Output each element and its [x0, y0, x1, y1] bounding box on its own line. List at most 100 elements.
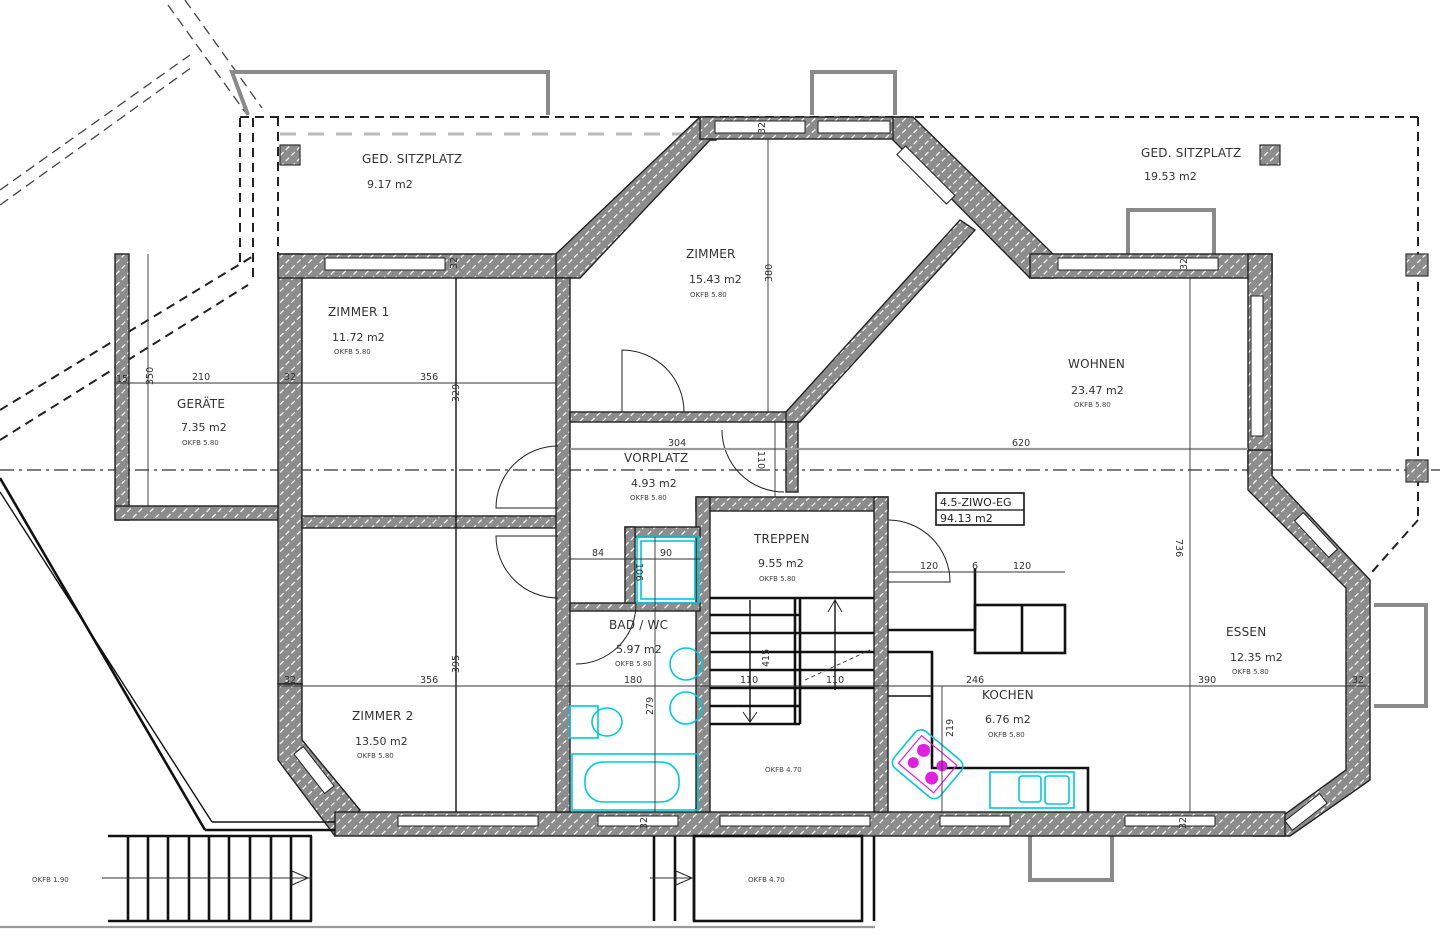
- room-zimmer-1: ZIMMER 1 11.72 m2 OKFB 5.80: [328, 305, 389, 356]
- room-zimmer-2: ZIMMER 2 13.50 m2 OKFB 5.80: [352, 709, 413, 760]
- dimension-lines: [115, 139, 1370, 812]
- room-area: 19.53 m2: [1144, 170, 1197, 183]
- svg-text:32: 32: [284, 372, 296, 383]
- room-level: OKFB 5.80: [615, 660, 652, 668]
- cooktop: [891, 729, 964, 800]
- room-area: 7.35 m2: [181, 421, 227, 434]
- room-name: WOHNEN: [1068, 357, 1125, 371]
- post-e2: [1405, 459, 1429, 483]
- room-area: 15.43 m2: [689, 273, 742, 286]
- room-name: GED. SITZPLATZ: [1141, 146, 1241, 160]
- svg-text:620: 620: [1012, 438, 1030, 449]
- svg-text:210: 210: [192, 372, 210, 383]
- svg-text:279: 279: [645, 697, 656, 715]
- svg-text:736: 736: [1173, 539, 1184, 557]
- svg-text:110: 110: [826, 675, 844, 686]
- svg-text:246: 246: [966, 675, 984, 686]
- room-name: VORPLATZ: [624, 451, 688, 465]
- interior-walls: [301, 219, 977, 813]
- windows: [293, 120, 1339, 831]
- washbasin-1: [669, 647, 703, 681]
- svg-text:32: 32: [1179, 258, 1190, 270]
- room-name: BAD / WC: [609, 618, 668, 632]
- room-name: ZIMMER 2: [352, 709, 413, 723]
- room-geraete: GERÄTE 7.35 m2 OKFB 5.80: [177, 396, 227, 447]
- room-zimmer: ZIMMER 15.43 m2 OKFB 5.80: [686, 247, 742, 299]
- svg-text:15: 15: [116, 374, 128, 385]
- room-level: OKFB 5.80: [988, 731, 1025, 739]
- svg-text:90: 90: [660, 548, 672, 559]
- svg-text:84: 84: [592, 548, 604, 559]
- posts: [279, 144, 1429, 483]
- site-boundary: [0, 477, 335, 832]
- svg-text:32: 32: [639, 817, 650, 829]
- svg-text:380: 380: [764, 264, 775, 282]
- svg-text:356: 356: [420, 675, 438, 686]
- room-level: OKFB 5.80: [759, 575, 796, 583]
- svg-text:350: 350: [145, 367, 156, 385]
- room-name: TREPPEN: [753, 532, 810, 546]
- room-name: GED. SITZPLATZ: [362, 152, 462, 166]
- room-area: 4.93 m2: [631, 477, 677, 490]
- dimension-labels: 15 350 210 32 356 329 32 380 32 32 304 1…: [116, 122, 1364, 829]
- unit-area: 94.13 m2: [940, 512, 993, 525]
- sanitary-fixtures: [569, 536, 1075, 811]
- svg-text:32: 32: [1178, 817, 1189, 829]
- svg-text:329: 329: [451, 384, 462, 402]
- room-level: OKFB 5.80: [1074, 401, 1111, 409]
- room-vorplatz: VORPLATZ 4.93 m2 OKFB 5.80: [624, 451, 688, 502]
- svg-text:110: 110: [740, 675, 758, 686]
- room-name: GERÄTE: [177, 396, 225, 411]
- svg-text:32: 32: [449, 257, 460, 269]
- room-area: 9.17 m2: [367, 178, 413, 191]
- doors: [495, 349, 951, 665]
- unit-label-box: 4.5-ZIWO-EG 94.13 m2: [935, 492, 1025, 526]
- room-level: OKFB 5.80: [690, 291, 727, 299]
- svg-text:395: 395: [451, 655, 462, 673]
- room-kochen: KOCHEN 6.76 m2 OKFB 5.80: [982, 688, 1034, 739]
- svg-text:415: 415: [761, 649, 772, 667]
- svg-text:356: 356: [420, 372, 438, 383]
- svg-text:120: 120: [920, 561, 938, 572]
- room-level: OKFB 5.80: [182, 439, 219, 447]
- balconies: [229, 70, 1428, 882]
- room-name: ESSEN: [1226, 625, 1266, 639]
- room-level: OKFB 5.80: [1232, 668, 1269, 676]
- room-area: 23.47 m2: [1071, 384, 1124, 397]
- svg-text:6: 6: [972, 561, 978, 572]
- svg-text:32: 32: [757, 122, 768, 134]
- bathtub: [571, 753, 699, 811]
- room-name: ZIMMER: [686, 247, 736, 261]
- exterior-stair-level: OKFB 1.90: [32, 876, 69, 884]
- room-name: KOCHEN: [982, 688, 1034, 702]
- kitchen-sink: [989, 771, 1075, 809]
- roof-outline-dashed: [0, 0, 1419, 573]
- svg-text:180: 180: [624, 675, 642, 686]
- room-level: OKFB 5.80: [334, 348, 371, 356]
- shower-tray: [636, 536, 700, 604]
- svg-text:304: 304: [668, 438, 686, 449]
- room-area: 5.97 m2: [616, 643, 662, 656]
- washbasin-2: [669, 691, 703, 725]
- room-level: OKFB 5.80: [357, 752, 394, 760]
- stair-landing-level: OKFB 4.70: [765, 766, 802, 774]
- room-area: 6.76 m2: [985, 713, 1031, 726]
- room-area: 13.50 m2: [355, 735, 408, 748]
- post-e1: [1405, 253, 1429, 277]
- room-area: 9.55 m2: [758, 557, 804, 570]
- room-wohnen: WOHNEN 23.47 m2 OKFB 5.80: [1068, 357, 1125, 409]
- svg-text:106: 106: [633, 563, 644, 581]
- svg-text:390: 390: [1198, 675, 1216, 686]
- post-nw: [279, 144, 301, 166]
- svg-text:120: 120: [1013, 561, 1031, 572]
- room-sitzplatz-west: GED. SITZPLATZ 9.17 m2: [362, 152, 462, 191]
- room-level: OKFB 5.80: [630, 494, 667, 502]
- svg-text:219: 219: [945, 719, 956, 737]
- room-area: 12.35 m2: [1230, 651, 1283, 664]
- room-bad-wc: BAD / WC 5.97 m2 OKFB 5.80: [609, 618, 668, 668]
- post-ne: [1259, 144, 1281, 166]
- toilet-bowl: [591, 707, 623, 737]
- room-name: ZIMMER 1: [328, 305, 389, 319]
- stairs: [0, 596, 876, 929]
